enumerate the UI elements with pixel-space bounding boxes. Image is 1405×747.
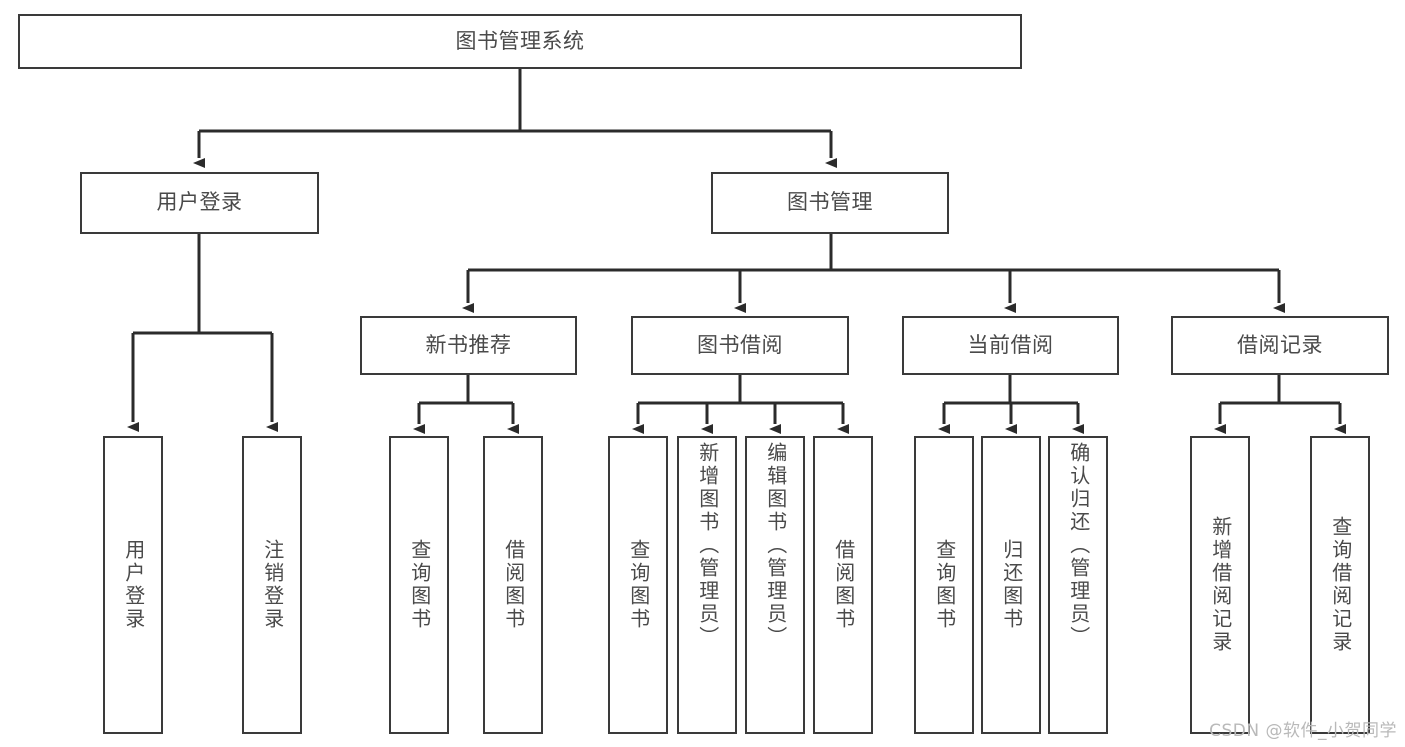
node-leaf-add-book-admin[interactable]: 新增图书（管理员） (677, 436, 737, 734)
node-leaf-query-book-current[interactable]: 查询图书 (914, 436, 974, 734)
node-new-book-recommend[interactable]: 新书推荐 (360, 316, 577, 375)
node-current-borrow[interactable]: 当前借阅 (902, 316, 1119, 375)
node-leaf-add-borrow-record[interactable]: 新增借阅记录 (1190, 436, 1250, 734)
node-leaf-edit-book-admin[interactable]: 编辑图书（管理员） (745, 436, 805, 734)
node-leaf-query-book-recommend[interactable]: 查询图书 (389, 436, 449, 734)
node-borrow-record[interactable]: 借阅记录 (1171, 316, 1389, 375)
node-leaf-confirm-return-admin[interactable]: 确认归还（管理员） (1048, 436, 1108, 734)
csdn-watermark: CSDN @软件_小贺同学 (1209, 721, 1397, 741)
node-book-manage[interactable]: 图书管理 (711, 172, 949, 234)
node-book-borrow[interactable]: 图书借阅 (631, 316, 849, 375)
node-leaf-query-book-borrow[interactable]: 查询图书 (608, 436, 668, 734)
node-leaf-borrow-book-recommend[interactable]: 借阅图书 (483, 436, 543, 734)
node-leaf-logout-login[interactable]: 注销登录 (242, 436, 302, 734)
node-leaf-borrow-book[interactable]: 借阅图书 (813, 436, 873, 734)
node-leaf-user-login[interactable]: 用户登录 (103, 436, 163, 734)
node-user-login[interactable]: 用户登录 (80, 172, 319, 234)
node-root-system[interactable]: 图书管理系统 (18, 14, 1022, 69)
node-leaf-return-book[interactable]: 归还图书 (981, 436, 1041, 734)
node-leaf-query-borrow-record[interactable]: 查询借阅记录 (1310, 436, 1370, 734)
